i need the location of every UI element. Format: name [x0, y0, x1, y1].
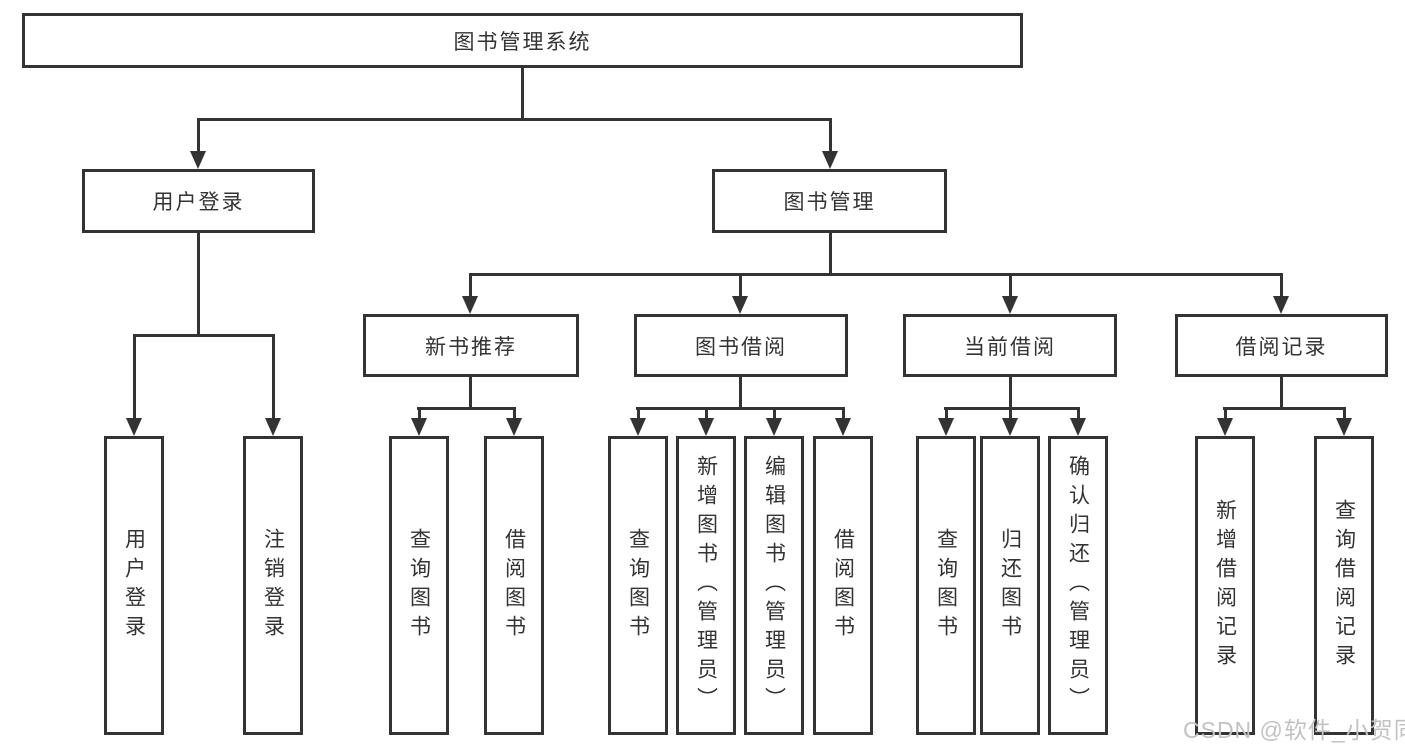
leaf-br-query-record-label: 查询借阅记录 [1332, 498, 1356, 673]
leaf-user-login: 用户登录 [104, 436, 164, 735]
node-current-borrow: 当前借阅 [903, 314, 1117, 377]
csdn-watermark: CSDN @软件_小贺同学 [1183, 717, 1405, 743]
connector-drop-cb-query [945, 407, 948, 420]
connector-drop-new-book-recommend [469, 273, 472, 298]
connector-drop-user-login [197, 118, 200, 154]
arrowhead-bb-edit [766, 418, 782, 436]
leaf-cb-query-books-label: 查询图书 [934, 527, 958, 644]
arrowhead-user-login [190, 151, 206, 169]
leaf-nb-query-books: 查询图书 [389, 436, 449, 735]
connector-bb-stem [739, 377, 742, 410]
connector-drop-cb-confirm [1077, 407, 1080, 420]
connector-user-login-stem [197, 233, 200, 337]
node-user-login-label: 用户登录 [152, 191, 245, 214]
arrowhead-bb-add [698, 418, 714, 436]
node-book-borrow-label: 图书借阅 [695, 335, 787, 359]
connector-book-management-stem [829, 233, 832, 276]
leaf-br-add-record: 新增借阅记录 [1195, 436, 1255, 735]
connector-drop-bb-query [637, 407, 640, 420]
arrowhead-br-query [1336, 418, 1352, 436]
leaf-bb-borrow-books: 借阅图书 [813, 436, 873, 735]
leaf-bb-add-books-admin: 新增图书（管理员） [676, 436, 736, 735]
arrowhead-cb-confirm [1070, 418, 1086, 436]
leaf-bb-add-books-admin-label: 新增图书（管理员） [694, 455, 718, 716]
leaf-cb-confirm-return-admin-label: 确认归还（管理员） [1066, 455, 1090, 716]
leaf-user-login-label: 用户登录 [122, 527, 146, 644]
connector-drop-cb-return [1009, 407, 1012, 420]
connector-br-split [1223, 407, 1345, 410]
arrowhead-leaf-logout [265, 418, 281, 436]
connector-drop-bb-borrow [842, 407, 845, 420]
connector-drop-current-borrow [1009, 273, 1012, 298]
leaf-bb-query-books: 查询图书 [608, 436, 668, 735]
node-root-label: 图书管理系统 [453, 30, 592, 54]
node-borrow-records: 借阅记录 [1175, 314, 1388, 377]
leaf-cb-query-books: 查询图书 [916, 436, 976, 735]
connector-nb-stem [469, 377, 472, 410]
connector-drop-leaf-user-login [133, 334, 136, 420]
leaf-nb-borrow-books-label: 借阅图书 [502, 527, 526, 644]
leaf-bb-borrow-books-label: 借阅图书 [831, 527, 855, 644]
leaf-bb-query-books-label: 查询图书 [626, 527, 650, 644]
leaf-logout: 注销登录 [243, 436, 303, 735]
leaf-cb-return-books: 归还图书 [980, 436, 1040, 735]
connector-level3-split [469, 273, 1283, 276]
connector-drop-borrow-records [1280, 273, 1283, 298]
connector-root-stem [521, 66, 524, 120]
leaf-logout-label: 注销登录 [261, 527, 285, 644]
connector-cb-split [944, 407, 1080, 410]
connector-drop-br-add [1224, 407, 1227, 420]
node-book-management: 图书管理 [712, 169, 947, 233]
connector-drop-bb-add [705, 407, 708, 420]
arrowhead-leaf-user-login [126, 418, 142, 436]
leaf-bb-edit-books-admin-label: 编辑图书（管理员） [762, 455, 786, 716]
connector-drop-nb-borrow [513, 407, 516, 420]
connector-cb-stem [1009, 377, 1012, 410]
node-new-book-recommend: 新书推荐 [363, 314, 579, 377]
arrowhead-new-book-recommend [462, 296, 478, 314]
connector-bb-split [636, 407, 845, 410]
connector-drop-book-management [829, 118, 832, 154]
connector-level2-split [197, 118, 831, 121]
node-book-borrow: 图书借阅 [634, 314, 848, 377]
node-new-book-recommend-label: 新书推荐 [425, 335, 517, 359]
leaf-br-query-record: 查询借阅记录 [1314, 436, 1374, 735]
arrowhead-nb-query [411, 418, 427, 436]
node-user-login: 用户登录 [82, 169, 315, 233]
node-current-borrow-label: 当前借阅 [964, 335, 1056, 359]
arrowhead-current-borrow [1002, 296, 1018, 314]
leaf-nb-borrow-books: 借阅图书 [484, 436, 544, 735]
leaf-cb-confirm-return-admin: 确认归还（管理员） [1048, 436, 1108, 735]
connector-drop-br-query [1343, 407, 1346, 420]
connector-nb-split [417, 407, 515, 410]
leaf-br-add-record-label: 新增借阅记录 [1213, 498, 1237, 673]
arrowhead-cb-query [938, 418, 954, 436]
connector-br-stem [1280, 377, 1283, 410]
arrowhead-book-borrow [732, 296, 748, 314]
arrowhead-cb-return [1002, 418, 1018, 436]
arrowhead-book-management [822, 151, 838, 169]
leaf-cb-return-books-label: 归还图书 [998, 527, 1022, 644]
arrowhead-bb-borrow [835, 418, 851, 436]
node-book-management-label: 图书管理 [783, 191, 876, 214]
connector-user-login-split [133, 334, 275, 337]
connector-drop-leaf-logout [272, 334, 275, 420]
arrowhead-bb-query [630, 418, 646, 436]
connector-drop-bb-edit [773, 407, 776, 420]
node-root: 图书管理系统 [22, 13, 1023, 68]
leaf-nb-query-books-label: 查询图书 [407, 527, 431, 644]
arrowhead-br-add [1217, 418, 1233, 436]
leaf-bb-edit-books-admin: 编辑图书（管理员） [744, 436, 804, 735]
arrowhead-borrow-records [1273, 296, 1289, 314]
connector-drop-book-borrow [739, 273, 742, 298]
connector-drop-nb-query [418, 407, 421, 420]
arrowhead-nb-borrow [506, 418, 522, 436]
node-borrow-records-label: 借阅记录 [1235, 335, 1328, 359]
